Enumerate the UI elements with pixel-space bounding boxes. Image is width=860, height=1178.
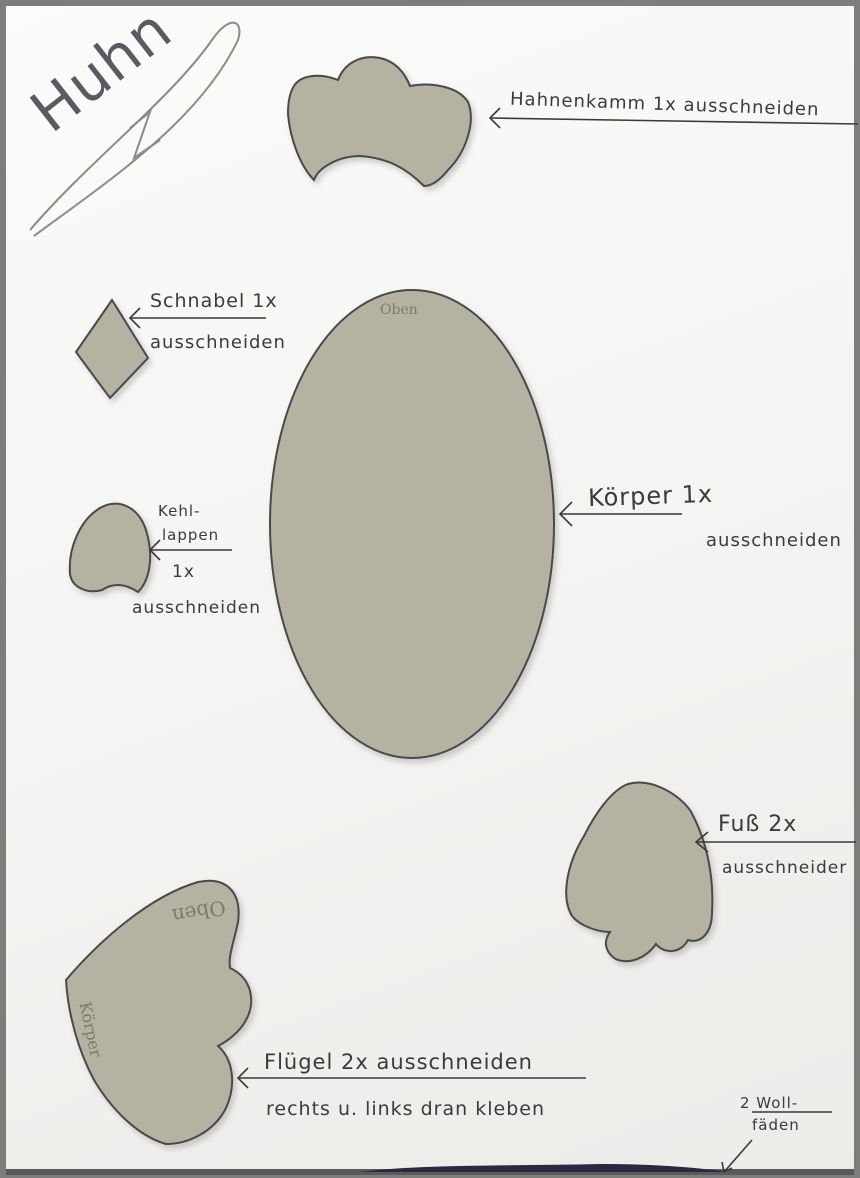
- body-pencil-note: Oben: [380, 302, 418, 318]
- foot-label-line1: Fuß 2x: [718, 812, 797, 837]
- beak-label-line1: Schnabel 1x: [150, 290, 278, 312]
- wing-label-line2: rechts u. links dran kleben: [266, 1098, 545, 1120]
- title-scribble: [130, 112, 160, 158]
- wool-label-line2: fäden: [752, 1116, 800, 1134]
- wattle-cutout: [70, 504, 150, 592]
- wool-threads: [360, 1164, 728, 1172]
- beak-label-line2: ausschneiden: [150, 332, 286, 353]
- wattle-label-line4: ausschneiden: [132, 598, 261, 618]
- foot-label-line2: ausschneider: [722, 858, 847, 878]
- body-label-line2: ausschneiden: [706, 530, 842, 551]
- foot-cutout: [566, 783, 712, 962]
- wing-label-line1: Flügel 2x ausschneiden: [264, 1050, 533, 1074]
- body-cutout: [270, 290, 554, 758]
- wattle-label-line1: Kehl-: [158, 502, 200, 520]
- wattle-label-line2: lappen: [162, 526, 219, 544]
- wattle-label-line3: 1x: [172, 562, 195, 582]
- beak-cutout: [76, 300, 148, 398]
- body-label-line1: Körper 1x: [588, 480, 714, 512]
- wool-label-line1: 2 Woll-: [740, 1094, 798, 1112]
- comb-cutout: [288, 57, 471, 186]
